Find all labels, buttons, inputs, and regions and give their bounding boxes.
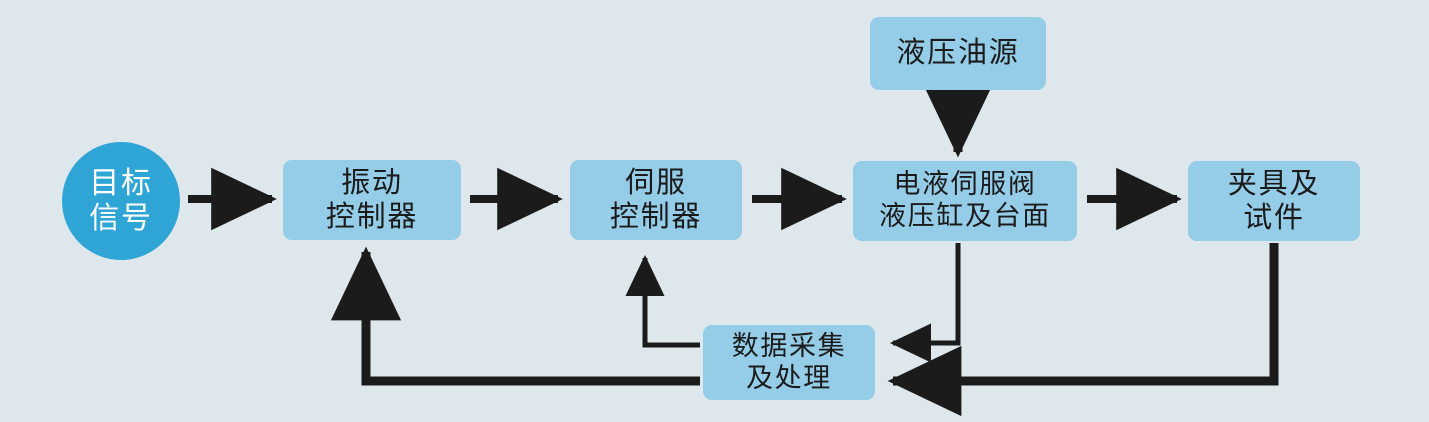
node-data-acquisition-line-1: 数据采集 [731, 330, 847, 361]
node-target-signal-line-2: 信号 [89, 202, 153, 235]
node-target-signal-line-1: 目标 [89, 166, 153, 200]
connector-valve-to-data [889, 243, 961, 363]
node-servo-controller-line-2: 控制器 [609, 201, 703, 233]
node-data-acquisition-line-2: 及处理 [746, 362, 832, 393]
connector-fixture-to-data [887, 243, 1279, 417]
node-servo-controller[interactable]: 伺服 控制器 [570, 160, 742, 240]
node-fixture-specimen-line-1: 夹具及 [1227, 167, 1321, 200]
node-servo-controller-line-1: 伺服 [625, 166, 687, 199]
node-fixture-specimen[interactable]: 夹具及 试件 [1188, 161, 1360, 241]
node-servo-valve-line-2: 液压缸及台面 [879, 201, 1051, 231]
connector-data-to-servo [625, 254, 700, 348]
node-servo-valve-line-1: 电液伺服阀 [893, 169, 1037, 200]
node-servo-valve[interactable]: 电液伺服阀 液压缸及台面 [853, 161, 1077, 241]
node-vibration-controller[interactable]: 振动 控制器 [283, 160, 461, 240]
connector-data-to-vibration [330, 246, 700, 386]
node-hydraulic-source[interactable]: 液压油源 [870, 17, 1046, 90]
node-vibration-controller-line-1: 振动 [341, 166, 403, 199]
node-data-acquisition[interactable]: 数据采集 及处理 [703, 325, 875, 400]
node-hydraulic-source-line-1: 液压油源 [896, 37, 1020, 70]
node-target-signal[interactable]: 目标 信号 [62, 142, 180, 260]
node-vibration-controller-line-2: 控制器 [325, 201, 419, 233]
node-fixture-specimen-line-2: 试件 [1243, 202, 1305, 234]
